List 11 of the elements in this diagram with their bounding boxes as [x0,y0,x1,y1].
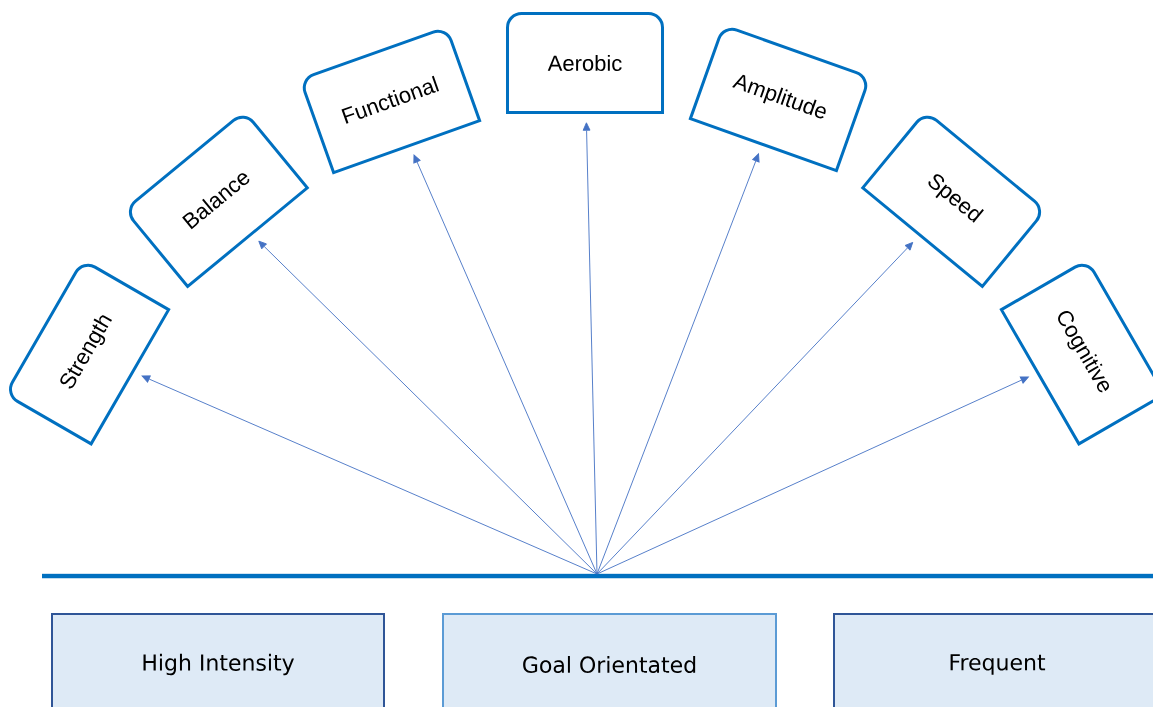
arrow [596,241,914,575]
principle-box: High Intensity [51,613,385,707]
arrow [596,153,760,575]
arrow [413,154,598,575]
arrow [582,122,598,575]
principle-box: Goal Orientated [442,613,777,707]
arrow [596,376,1029,575]
arrow [258,240,598,575]
arrow [141,375,598,575]
principle-box: Frequent [833,613,1153,707]
category-box: Aerobic [506,12,664,114]
